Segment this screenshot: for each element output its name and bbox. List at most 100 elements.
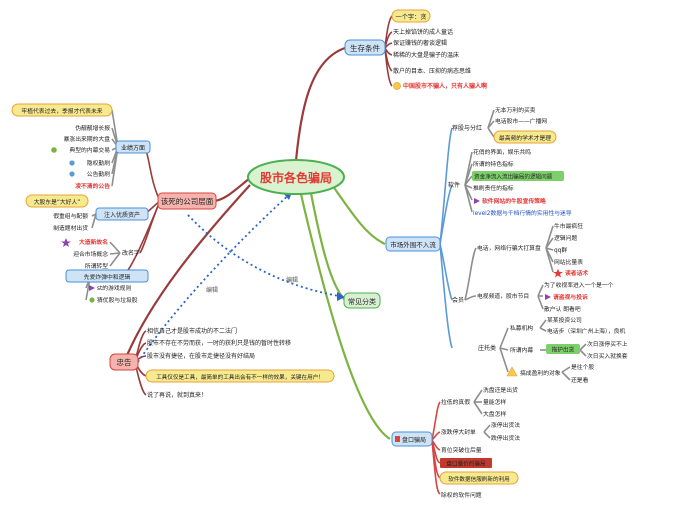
node-advice[interactable]: 忠告: [109, 353, 139, 371]
edge-label-2: 编辑: [286, 276, 298, 284]
left-red-item: 凌不清的公告: [75, 182, 110, 190]
right-item: 网站比量表: [554, 258, 583, 266]
star-icon: [553, 269, 563, 278]
right-item: 是往个股: [571, 363, 594, 371]
advice-item: 相信自己才是股市成功的不二法门: [147, 327, 237, 335]
right-item: 电话步（深圳广州上海），良机: [547, 327, 625, 335]
flag-icon: [545, 294, 551, 300]
flag-icon: [51, 147, 57, 153]
left-red-item: 大造新故名: [79, 238, 108, 246]
advice-item: 说了再说，就到真来！: [147, 391, 207, 399]
node-software-data[interactable]: 软件数据信服刷新的利用: [439, 471, 519, 485]
node-label: 资金净流入流出骗局的逻辑问题: [474, 173, 553, 181]
left-item: st的游戏规则: [97, 284, 131, 292]
top-red-item: 中国股市不骗人，只有人骗人啊: [403, 82, 487, 90]
node-private-fund[interactable]: 私募机构: [510, 324, 533, 332]
right-red-item: 软件网站的牛股宣传策略: [482, 197, 546, 205]
red-marker-icon: [395, 436, 400, 442]
node-big-shareholder-quote[interactable]: 大股东是“大好人”: [25, 194, 89, 208]
node-label: 大股东是“大好人”: [34, 198, 81, 206]
left-item: 暴涨出来期的大盘: [64, 135, 111, 143]
left-item: 典型的内幕交易: [69, 146, 110, 154]
right-item: 散户认 朗看吧: [544, 305, 581, 313]
node-tool-quote[interactable]: 工具仅仅是工具，最简单的工具出会有不一样的效果，关键在用户！: [145, 369, 335, 383]
cross-link-1: [137, 191, 293, 363]
node-tv-channel[interactable]: 电视频道，股市节目: [477, 292, 529, 300]
node-bomb-quote[interactable]: 先爱炸弹中和逻辑: [65, 269, 149, 283]
node-volume-price-scam[interactable]: 盘口量价的骗局: [440, 458, 492, 468]
left-item: 所谓转型: [85, 262, 108, 270]
flag-icon: [474, 198, 480, 204]
node-stock-tips[interactable]: 荐股与分红: [452, 124, 482, 132]
left-item: 隐权勤刷: [87, 159, 110, 167]
node-members[interactable]: 会员: [452, 296, 464, 304]
left-item: 制造题材出货: [53, 224, 88, 232]
right-item: 量能怎样: [483, 398, 506, 406]
right-item: 跌停出货法: [491, 434, 520, 442]
node-rename[interactable]: 改名字: [122, 249, 140, 257]
node-protect-shipment[interactable]: 拖护出货: [546, 344, 580, 354]
tag-icon: [69, 171, 75, 177]
node-quarterly-quote[interactable]: 牢植代表过去，季报才代表未来: [11, 103, 113, 117]
node-profit-target[interactable]: 搞成盈利的对象: [520, 369, 561, 377]
node-label: 拖护出货: [552, 346, 575, 354]
flag-icon: [89, 285, 95, 291]
node-phone-scam[interactable]: 电话，网络行骗大打算盘: [477, 244, 541, 252]
node-label: 盘口量价的骗局: [446, 460, 486, 468]
top-item: 保证赚钱的奢谈逻辑: [393, 39, 447, 47]
node-inject-assets[interactable]: 注入优质资产: [95, 207, 149, 221]
node-capital-flow[interactable]: 资金净流入流出骗局的逻辑问题: [472, 171, 564, 181]
node-label: 改名字: [122, 249, 140, 257]
arrow-head-2: [337, 292, 345, 301]
node-insider[interactable]: 所谓内幕: [510, 346, 533, 354]
node-greed-quote[interactable]: 一个字：贪: [391, 9, 431, 23]
node-common-categories[interactable]: 常见分类: [343, 292, 381, 309]
right-red-item: 请盗视与投诉: [553, 293, 588, 301]
right-item: 涨停出货法: [491, 421, 520, 429]
right-item: 推刷责任的指标: [473, 184, 514, 192]
top-item: 天上掉馅饼的成人童话: [393, 28, 453, 36]
node-performance[interactable]: 业绩方面: [115, 140, 151, 154]
check-icon: [89, 297, 95, 303]
right-item: 除权的软件问题: [441, 491, 482, 499]
node-pullback[interactable]: 拉低的真假: [441, 398, 470, 406]
warning-icon: [393, 82, 401, 90]
node-academic-quote[interactable]: 最高频的学术才是理: [493, 130, 557, 144]
node-company-level[interactable]: 该死的公司层面: [157, 192, 217, 210]
node-label: 生存条件: [350, 43, 380, 53]
right-blue-item: level2数据与千档行情的实用性与迷导: [473, 209, 572, 217]
cross-link-2: [187, 214, 346, 298]
node-label: 工具仅仅是工具，最简单的工具出会有不一样的效果，关键在用户！: [156, 373, 324, 381]
node-label: 市场外围不入流: [390, 240, 436, 249]
advice-item: 股市没有捷径，在股市走捷径没有好结局: [147, 352, 255, 360]
node-label: 最高频的学术才是理: [499, 134, 551, 142]
edge-label-1: 编辑: [206, 286, 218, 294]
node-bankers[interactable]: 庄托类: [478, 344, 496, 352]
node-survival-conditions[interactable]: 生存条件: [344, 39, 386, 56]
top-item: 稀稀的大盘是骗子的温床: [393, 51, 459, 59]
node-software[interactable]: 软件: [448, 181, 460, 189]
node-order-book-scam[interactable]: 盘口骗局: [391, 431, 433, 447]
right-item: 次日买入就换套: [587, 352, 628, 360]
star-icon: [61, 238, 71, 247]
node-limit-orders[interactable]: 涨跌停大封单: [441, 428, 476, 436]
left-item: 猜优股与垃圾股: [97, 296, 138, 304]
left-item: 迎合市场概念: [73, 250, 108, 258]
right-item: 为了收视率进入一个是一个: [544, 281, 614, 289]
right-item: qq群: [554, 246, 567, 254]
node-label: 软件数据信服刷新的利用: [448, 475, 510, 483]
node-label: 该死的公司层面: [161, 196, 214, 206]
tag-icon: [69, 160, 75, 166]
center-node[interactable]: 股市各色骗局: [247, 159, 345, 195]
right-item: 逻辑问题: [554, 234, 577, 242]
right-item: 所谓的特色指标: [473, 160, 514, 168]
node-label: 先爱炸弹中和逻辑: [84, 273, 131, 281]
right-item: 电话股市——广播网: [495, 117, 547, 125]
node-outer-market[interactable]: 市场外围不入流: [385, 236, 441, 252]
left-item: 伪靓靓增长报: [75, 124, 110, 132]
left-item: 公告勤刷: [87, 170, 110, 178]
node-label: 常见分类: [348, 297, 376, 306]
right-item: 花俏的界面，娱乐共鸣: [473, 148, 531, 156]
